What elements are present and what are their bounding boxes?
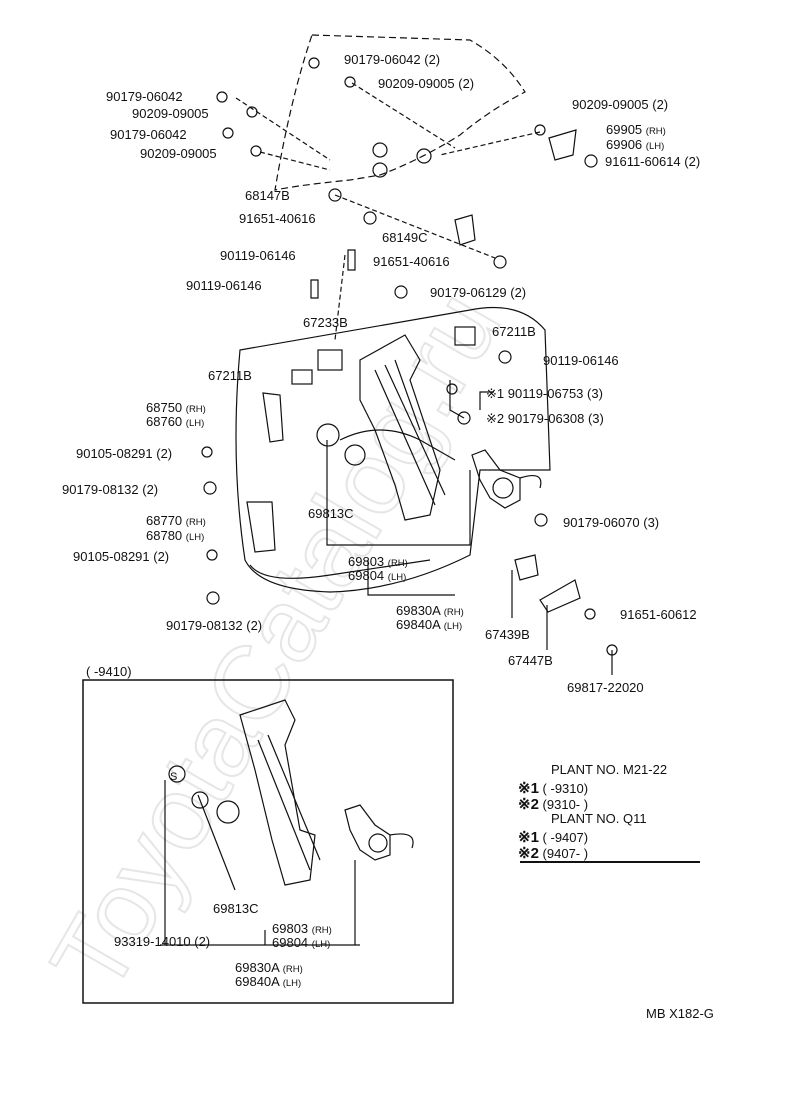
regulator-arm-assembly xyxy=(359,334,441,521)
early-production-inset-box xyxy=(82,679,454,1004)
regulator-boundary-outline xyxy=(235,306,551,593)
inset-box-title: ( -9410) xyxy=(86,664,132,679)
part-label-90119-06146-b: 90119-06146 xyxy=(186,278,262,293)
inset-label-69804: 69804 (LH) xyxy=(272,935,331,950)
watermark: ToyotaCatalog.ru xyxy=(29,273,523,1012)
inset-s-mark: S xyxy=(170,771,178,783)
part-label-69804: 69804 (LH) xyxy=(348,568,407,583)
part-label-91611-60614: 91611-60614 (2) xyxy=(605,154,701,169)
part-label-69830a: 69830A (RH) xyxy=(396,603,464,618)
part-label-68750: 68750 (RH) xyxy=(146,400,206,415)
plant-note-row-2b: ※2 (9407- ) xyxy=(518,845,589,862)
inset-label-69830a: 69830A (RH) xyxy=(235,960,303,975)
part-label-69817-22020: 69817-22020 xyxy=(567,680,644,695)
inset-regulator-assembly xyxy=(239,699,316,886)
inset-label-69813c: 69813C xyxy=(213,901,259,916)
part-label-90179-06308: ※2 90179-06308 (3) xyxy=(486,411,604,426)
regulator-motor xyxy=(471,449,521,509)
part-label-68780: 68780 (LH) xyxy=(146,528,205,543)
part-label-67447b: 67447B xyxy=(508,653,553,668)
part-label-68760: 68760 (LH) xyxy=(146,414,205,429)
part-label-68770: 68770 (RH) xyxy=(146,513,206,528)
door-glass-outline xyxy=(274,34,526,191)
part-label-90119-06753: ※1 90119-06753 (3) xyxy=(486,386,603,401)
inset-label-93319-14010: 93319-14010 (2) xyxy=(114,934,211,949)
part-label-90209-09005-a: 90209-09005 xyxy=(132,106,209,121)
part-label-68147b: 68147B xyxy=(245,188,290,203)
diagram-reference-code: MB X182-G xyxy=(646,1006,714,1021)
plant-note-row-1a: ※1 ( -9310) xyxy=(518,780,589,797)
part-label-90105-08291-a: 90105-08291 (2) xyxy=(76,446,173,461)
part-label-91651-40616-b: 91651-40616 xyxy=(373,254,450,269)
inset-label-69840a: 69840A (LH) xyxy=(235,974,302,989)
part-label-67211b-right: 67211B xyxy=(492,324,536,339)
part-label-90179-08132-b: 90179-08132 (2) xyxy=(166,618,263,633)
part-label-90105-08291-b: 90105-08291 (2) xyxy=(73,549,170,564)
plant-note-title-1: PLANT NO. M21-22 xyxy=(551,762,668,777)
part-label-90179-06070: 90179-06070 (3) xyxy=(563,515,660,530)
part-label-91651-60612: 91651-60612 xyxy=(620,607,697,622)
part-label-67233b: 67233B xyxy=(303,315,348,330)
part-label-90179-06129: 90179-06129 (2) xyxy=(430,285,527,300)
part-label-90179-06042-2: 90179-06042 (2) xyxy=(344,52,441,67)
part-label-90119-06146-c: 90119-06146 xyxy=(543,353,619,368)
part-label-90179-08132-a: 90179-08132 (2) xyxy=(62,482,159,497)
part-label-91651-40616-a: 91651-40616 xyxy=(239,211,316,226)
part-label-90119-06146-a: 90119-06146 xyxy=(220,248,296,263)
part-label-90179-06042-a: 90179-06042 xyxy=(106,89,183,104)
part-label-69803: 69803 (RH) xyxy=(348,554,408,569)
part-label-69813c: 69813C xyxy=(308,506,354,521)
plant-note-row-2a: ※1 ( -9407) xyxy=(518,829,589,846)
plant-note-title-2: PLANT NO. Q11 xyxy=(551,811,647,826)
part-label-90209-09005-2: 90209-09005 (2) xyxy=(378,76,475,91)
part-label-69905: 69905 (RH) xyxy=(606,122,666,137)
part-label-90179-06042-b: 90179-06042 xyxy=(110,127,187,142)
part-label-90209-09005-right: 90209-09005 (2) xyxy=(572,97,669,112)
inset-label-69803: 69803 (RH) xyxy=(272,921,332,936)
part-label-69840a: 69840A (LH) xyxy=(396,617,463,632)
part-label-67439b: 67439B xyxy=(485,627,530,642)
plant-note-row-1b: ※2 (9310- ) xyxy=(518,796,589,813)
part-label-69906: 69906 (LH) xyxy=(606,137,665,152)
part-label-68149c: 68149C xyxy=(382,230,428,245)
part-label-90209-09005-b: 90209-09005 xyxy=(140,146,217,161)
part-label-67211b-left: 67211B xyxy=(208,368,252,383)
